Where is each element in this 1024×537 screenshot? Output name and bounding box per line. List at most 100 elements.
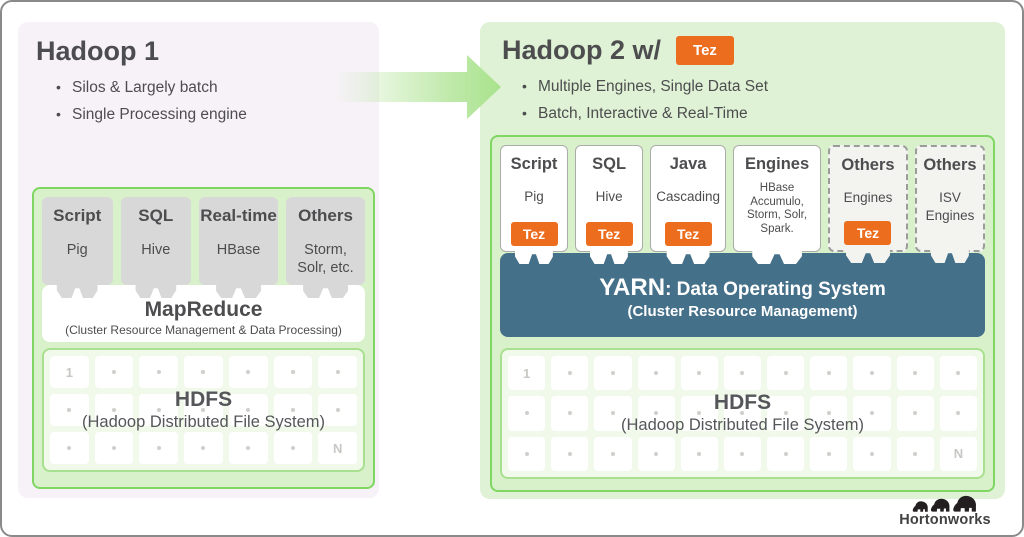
hdfs-node-cell bbox=[50, 432, 89, 464]
node-dot bbox=[956, 371, 961, 376]
hdfs-node-cell: 1 bbox=[508, 356, 546, 391]
hdfs-node-cell bbox=[853, 396, 891, 431]
node-dot bbox=[870, 411, 875, 416]
node-dot bbox=[913, 411, 918, 416]
mapreduce-subtitle: (Cluster Resource Management & Data Proc… bbox=[65, 323, 342, 337]
node-dot bbox=[654, 451, 659, 456]
node-dot bbox=[870, 371, 875, 376]
card-title: Script bbox=[53, 206, 102, 225]
bullet-item: Multiple Engines, Single Data Set bbox=[522, 73, 1005, 100]
node-dot bbox=[246, 408, 251, 412]
card-title: Others bbox=[298, 206, 353, 225]
node-dot bbox=[67, 446, 72, 450]
node-dot bbox=[567, 411, 572, 416]
node-dot bbox=[524, 411, 529, 416]
node-dot bbox=[67, 408, 72, 412]
node-dot bbox=[335, 370, 340, 374]
card-subtitle: Engines bbox=[843, 190, 893, 205]
hadoop2-title: Hadoop 2 w/ bbox=[502, 35, 662, 65]
node-dot bbox=[112, 408, 117, 412]
hdfs-node-cell bbox=[810, 396, 848, 431]
bullet-item: Batch, Interactive & Real-Time bbox=[522, 100, 1005, 127]
card-title: Others bbox=[841, 156, 895, 174]
node-dot bbox=[524, 451, 529, 456]
hdfs-node-cell bbox=[853, 356, 891, 391]
hdfs-node-cell bbox=[939, 356, 977, 391]
node-dot bbox=[201, 408, 206, 412]
node-dot bbox=[870, 451, 875, 456]
mapreduce-title: MapReduce bbox=[144, 298, 263, 321]
hdfs-node-cell bbox=[184, 394, 223, 426]
tez-badge: Tez bbox=[664, 222, 712, 246]
card-title: Others bbox=[923, 156, 977, 174]
hdfs-node-cell bbox=[184, 356, 223, 388]
card-title: SQL bbox=[592, 155, 627, 173]
card-title: Java bbox=[669, 155, 707, 173]
hdfs-node-cell bbox=[896, 356, 934, 391]
node-dot bbox=[697, 451, 702, 456]
card-subtitle: Cascading bbox=[656, 189, 721, 204]
node-dot bbox=[201, 370, 206, 374]
hortonworks-logo-text: Hortonworks bbox=[899, 512, 991, 528]
hdfs-node-cell bbox=[637, 396, 675, 431]
node-dot bbox=[112, 446, 117, 450]
node-dot bbox=[112, 370, 117, 374]
hadoop2-title-row: Hadoop 2 w/ Tez bbox=[502, 35, 1005, 66]
hdfs-node-cell bbox=[853, 436, 891, 471]
node-dot bbox=[826, 411, 831, 416]
hdfs-node-cell bbox=[896, 436, 934, 471]
node-dot bbox=[335, 408, 340, 412]
hdfs-node-cell bbox=[767, 436, 805, 471]
hdfs-node-cell bbox=[318, 356, 357, 388]
card-title: Real-time bbox=[200, 206, 277, 225]
card-subtitle: Pig bbox=[524, 189, 544, 204]
hdfs-node-cell bbox=[228, 356, 268, 388]
hdfs-node-cell bbox=[551, 356, 589, 391]
hdfs-node-cell bbox=[637, 436, 675, 471]
hdfs-node-cell bbox=[139, 432, 179, 464]
hdfs-node-cell bbox=[50, 394, 89, 426]
card-title: Engines bbox=[744, 155, 810, 173]
tez-badge: Tez bbox=[844, 221, 892, 245]
hortonworks-logo: Hortonworks bbox=[890, 493, 1000, 528]
hdfs-node-cell bbox=[896, 396, 934, 431]
card-title: Script bbox=[510, 155, 558, 173]
node-dot bbox=[290, 408, 295, 412]
hdfs-node-cell bbox=[139, 356, 179, 388]
hdfs-node-cell bbox=[723, 396, 762, 431]
node-dot bbox=[156, 370, 161, 374]
node-dot bbox=[826, 451, 831, 456]
hadoop2-bullets: Multiple Engines, Single Data Set Batch,… bbox=[522, 73, 1005, 127]
node-dot bbox=[610, 451, 615, 456]
node-dot bbox=[740, 411, 745, 416]
node-dot bbox=[740, 371, 745, 376]
hdfs-node-cell bbox=[273, 394, 313, 426]
hdfs-node-cell bbox=[767, 356, 805, 391]
hdfs-node-cell bbox=[273, 356, 313, 388]
hdfs-node-cell bbox=[551, 396, 589, 431]
elephant-icon bbox=[912, 501, 928, 512]
hadoop1-panel: Hadoop 1 Silos & Largely batch Single Pr… bbox=[18, 22, 379, 498]
hdfs-node-cell bbox=[94, 432, 134, 464]
card-title: SQL bbox=[138, 206, 174, 225]
node-dot bbox=[201, 446, 206, 450]
card-subtitle: Hive bbox=[141, 242, 171, 258]
hdfs-node-cell bbox=[551, 436, 589, 471]
node-dot bbox=[567, 371, 572, 376]
card-subtitle: HBase bbox=[216, 242, 261, 258]
yarn-subtitle: (Cluster Resource Management) bbox=[627, 303, 858, 320]
hdfs-node-cell bbox=[680, 436, 718, 471]
elephant-icon bbox=[930, 498, 950, 512]
hdfs-node-cell bbox=[767, 396, 805, 431]
bullet-item: Silos & Largely batch bbox=[56, 74, 379, 101]
